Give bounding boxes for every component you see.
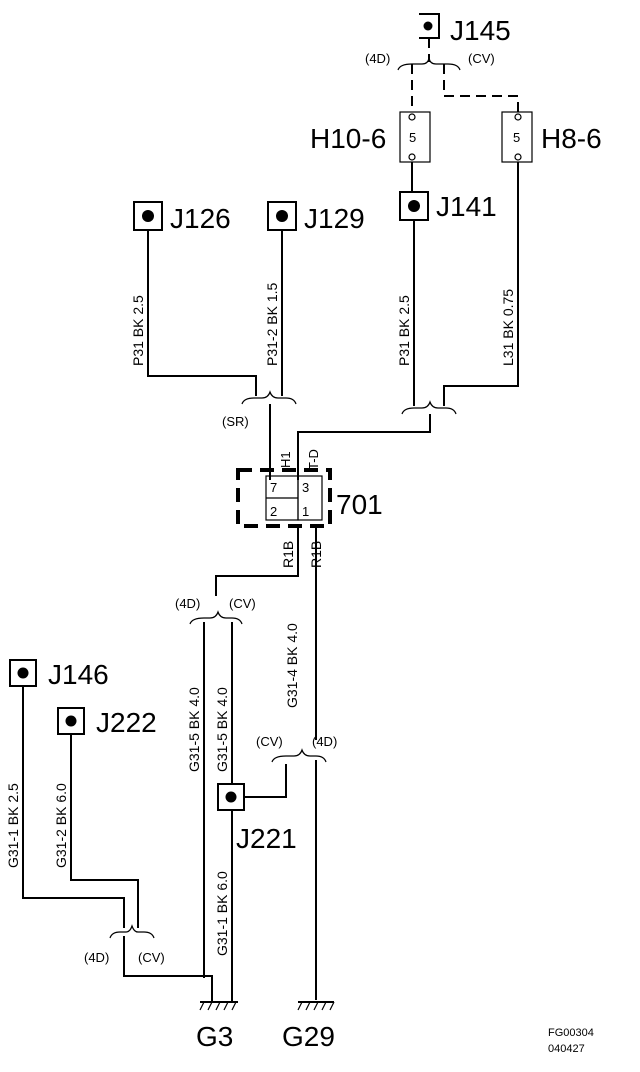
- j129-label: J129: [304, 203, 365, 234]
- wire-label-j126: P31 BK 2.5: [130, 295, 146, 366]
- wire-label-g31-4: G31-4 BK 4.0: [284, 623, 300, 708]
- pin-3: 3: [302, 480, 309, 495]
- wire-j221-to-brace: [244, 764, 287, 798]
- bottom-brace: [109, 924, 155, 939]
- sr-variant: (SR): [222, 414, 249, 429]
- mid-brace: [189, 610, 243, 625]
- wire-label-j129: P31-2 BK 1.5: [264, 283, 280, 366]
- bottom-variant-4d: (4D): [84, 950, 109, 965]
- wire-label-j141: P31 BK 2.5: [396, 295, 412, 366]
- top-variant-4d: (4D): [365, 51, 390, 66]
- wire-label-g31-5a: G31-5 BK 4.0: [186, 687, 202, 772]
- j141-brace: [401, 400, 457, 415]
- component-h10-6: 5 H10-6: [310, 111, 431, 163]
- wire-r1b-a: [215, 526, 299, 596]
- j221-brace: [271, 748, 327, 763]
- wire-bottom-to-g3: [123, 936, 213, 1002]
- top-variant-cv: (CV): [468, 51, 495, 66]
- connector-j129: J129: [267, 201, 365, 234]
- wire-label-r1b-b: R1B: [308, 541, 324, 568]
- j221-variant-cv: (CV): [256, 734, 283, 749]
- g29-label: G29: [282, 1021, 335, 1052]
- connector-j141: J141: [399, 191, 497, 222]
- connector-j145: J145: [413, 12, 511, 46]
- wire-label-g31-5b: G31-5 BK 4.0: [214, 687, 230, 772]
- connector-j126: J126: [133, 201, 231, 234]
- sr-brace: [241, 390, 297, 405]
- j145-label: J145: [450, 15, 511, 46]
- j141-label: J141: [436, 191, 497, 222]
- h8-branch: [443, 64, 519, 112]
- component-701: 7 3 2 1 701: [236, 468, 383, 528]
- pin-h1-label: H1: [278, 451, 293, 468]
- figure-date: 040427: [548, 1043, 585, 1055]
- mid-variant-4d: (4D): [175, 596, 200, 611]
- j221-variant-4d: (4D): [312, 734, 337, 749]
- h8-6-label: H8-6: [541, 123, 602, 154]
- wire-to-701-td: [297, 414, 431, 480]
- ground-g29: G29: [282, 1001, 335, 1052]
- connector-j222: J222: [57, 707, 157, 738]
- pin-td-label: T-D: [306, 449, 321, 470]
- wire-label-g31-1b: G31-1 BK 6.0: [214, 871, 230, 956]
- mid-variant-cv: (CV): [229, 596, 256, 611]
- j221-label: J221: [236, 823, 297, 854]
- h8-pin: 5: [513, 130, 520, 145]
- g3-label: G3: [196, 1021, 233, 1052]
- wire-label-g31-2: G31-2 BK 6.0: [53, 783, 69, 868]
- top-brace: [397, 57, 461, 71]
- ground-g3: G3: [196, 1001, 238, 1052]
- pin-7: 7: [270, 480, 277, 495]
- bottom-variant-cv: (CV): [138, 950, 165, 965]
- j126-label: J126: [170, 203, 231, 234]
- connector-j146: J146: [9, 659, 109, 690]
- wire-j146: [22, 686, 125, 928]
- wire-j222: [70, 734, 139, 928]
- wire-label-g31-1: G31-1 BK 2.5: [5, 783, 21, 868]
- connector-j221: J221: [217, 783, 297, 854]
- label-701: 701: [336, 489, 383, 520]
- h10-6-label: H10-6: [310, 123, 386, 154]
- wire-j126: [147, 230, 257, 396]
- wire-label-h8: L31 BK 0.75: [500, 289, 516, 366]
- pin-2: 2: [270, 504, 277, 519]
- h10-pin: 5: [409, 130, 416, 145]
- component-h8-6: 5 H8-6: [501, 111, 602, 163]
- j222-label: J222: [96, 707, 157, 738]
- pin-1: 1: [302, 504, 309, 519]
- figure-code: FG00304: [548, 1027, 594, 1039]
- wire-h8: [443, 162, 519, 406]
- wire-label-r1b-a: R1B: [280, 541, 296, 568]
- j146-label: J146: [48, 659, 109, 690]
